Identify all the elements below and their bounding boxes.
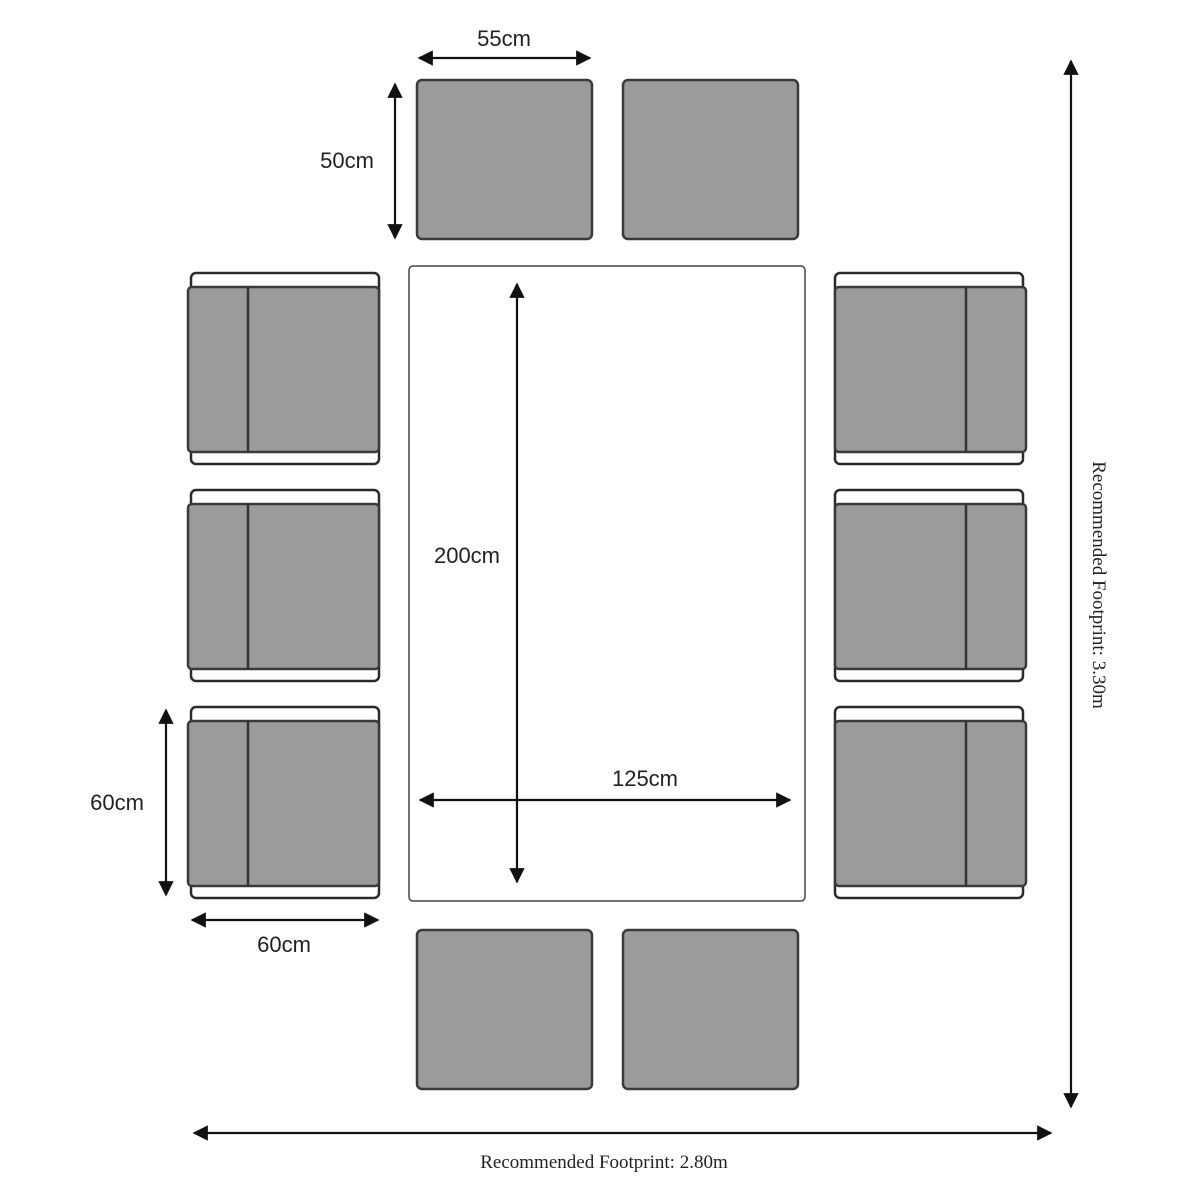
stool-width-label: 55cm [477,26,531,51]
chair-left-3 [186,705,381,900]
dining-table [408,265,806,902]
chair-left-1 [186,271,381,466]
chair-right-3 [833,705,1028,900]
stool-depth-label: 50cm [320,148,374,173]
chair-depth-label: 60cm [90,790,144,815]
stool-bottom-left [415,928,594,1091]
chair-right-2 [833,488,1028,683]
stool-top-right [621,78,800,241]
chair-right-1 [833,271,1028,466]
chair-width-label: 60cm [257,932,311,957]
table-length-label: 200cm [434,543,500,568]
footprint-length-label: Recommended Footprint: 3.30m [1088,461,1109,709]
footprint-width-label: Recommended Footprint: 2.80m [480,1152,728,1173]
stool-bottom-right [621,928,800,1091]
stool-top-left [415,78,594,241]
chair-left-2 [186,488,381,683]
table-width-label: 125cm [612,766,678,791]
